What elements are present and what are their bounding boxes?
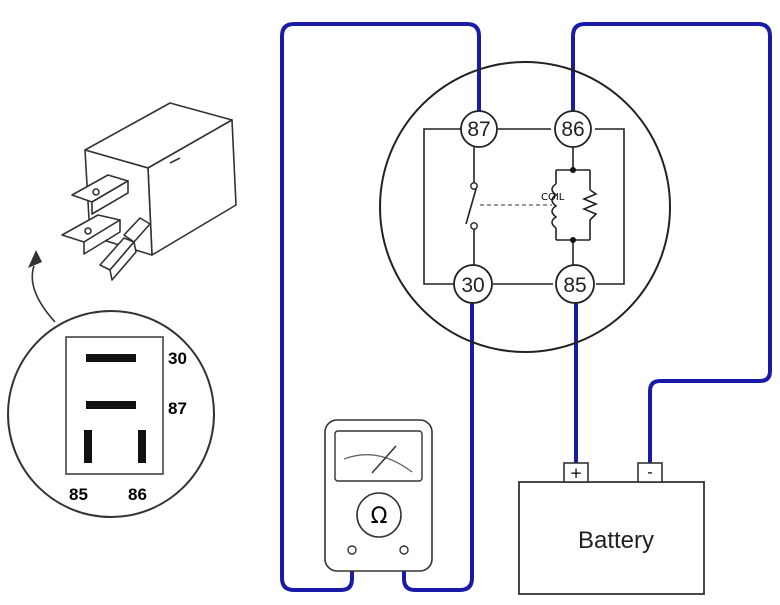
pin-86: 86 [554, 110, 592, 148]
ohm-knob [356, 492, 402, 538]
socket-label-86: 86 [128, 485, 147, 504]
socket-slot-86 [138, 430, 146, 463]
battery-plus-sign: + [570, 464, 583, 482]
pin-85: 85 [555, 264, 595, 304]
socket-label-30: 30 [168, 349, 187, 368]
ohmmeter-icon [324, 419, 433, 572]
pin-30: 30 [453, 264, 493, 304]
pin-label-85: 85 [563, 274, 586, 297]
battery-icon [518, 462, 705, 595]
pin-87: 87 [460, 110, 498, 148]
wire-87-to-meter [280, 22, 481, 592]
socket-slot-30 [86, 354, 136, 362]
battery-terminal-minus [637, 462, 663, 483]
pin-label-30: 30 [461, 274, 484, 297]
relay-socket-inset [7, 310, 215, 518]
pointer-arrow [28, 250, 56, 323]
ohm-symbol: Ω [371, 504, 388, 529]
socket-slot-87 [86, 401, 136, 409]
pin-label-87: 87 [467, 118, 490, 141]
meter-needle [371, 445, 397, 474]
relay-icon [61, 102, 237, 281]
test-wires [280, 22, 772, 592]
socket-label-87: 87 [168, 399, 187, 418]
relay-schematic: COIL [379, 61, 671, 353]
socket-label-85: 85 [69, 485, 88, 504]
socket-slot-85 [84, 430, 92, 463]
battery-label: Battery [578, 527, 654, 554]
battery-minus-sign: - [647, 463, 652, 481]
pin-label-86: 86 [561, 118, 584, 141]
battery-terminal-plus [563, 462, 589, 483]
meter-jack-right [399, 545, 409, 555]
meter-jack-left [347, 545, 357, 555]
wire-30-to-meter [402, 302, 474, 592]
wire-86-to-battery-minus [571, 22, 772, 465]
coil-label: COIL [541, 192, 565, 203]
